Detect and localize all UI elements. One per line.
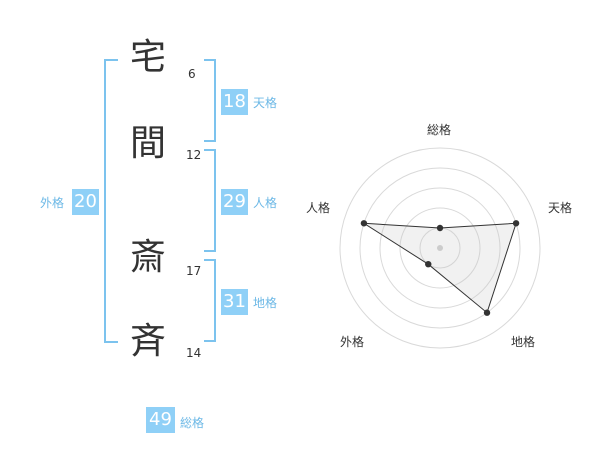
radar-ring-5: [339, 147, 541, 349]
gaikaku-label: 外格: [40, 196, 65, 210]
chikaku-bracket: [204, 259, 216, 342]
gaikaku-bracket: [104, 59, 118, 343]
radar-ring-3: [379, 187, 501, 309]
tenkaku-value: 18: [221, 89, 248, 115]
chikaku-value: 31: [221, 289, 248, 315]
stroke-count-2: 12: [186, 148, 202, 162]
jinkaku-value: 29: [221, 189, 248, 215]
radar-label-soukaku: 総格: [427, 123, 452, 137]
radar-point-4: [425, 260, 432, 268]
radar-point-5: [360, 220, 368, 227]
radar-label-jinkaku: 人格: [306, 201, 331, 215]
stroke-count-1: 6: [188, 67, 196, 81]
radar-point-3: [483, 309, 491, 316]
radar-label-tenkaku: 天格: [548, 201, 573, 215]
name-char-4: 斉: [129, 321, 166, 362]
radar-ring-2: [399, 207, 481, 289]
chikaku-label: 地格: [253, 296, 278, 310]
tenkaku-label: 天格: [253, 96, 278, 110]
radar-label-gaikaku: 外格: [340, 335, 365, 349]
gaikaku-value: 20: [72, 189, 99, 215]
radar-center-dot: [437, 245, 443, 251]
tenkaku-bracket: [204, 59, 216, 142]
soukaku-label: 総格: [180, 416, 205, 430]
radar-point-1: [436, 224, 444, 232]
stroke-count-3: 17: [186, 264, 202, 278]
stroke-count-4: 14: [186, 346, 202, 360]
name-char-2: 間: [129, 123, 166, 164]
name-char-1: 宅: [129, 37, 166, 78]
radar-series-area: [363, 222, 517, 314]
radar-label-chikaku: 地格: [511, 335, 536, 349]
jinkaku-label: 人格: [253, 196, 278, 210]
radar-point-2: [512, 220, 520, 227]
name-char-3: 斎: [129, 237, 166, 278]
radar-ring-4: [359, 167, 521, 329]
soukaku-value: 49: [146, 407, 175, 433]
jinkaku-bracket: [204, 149, 216, 252]
